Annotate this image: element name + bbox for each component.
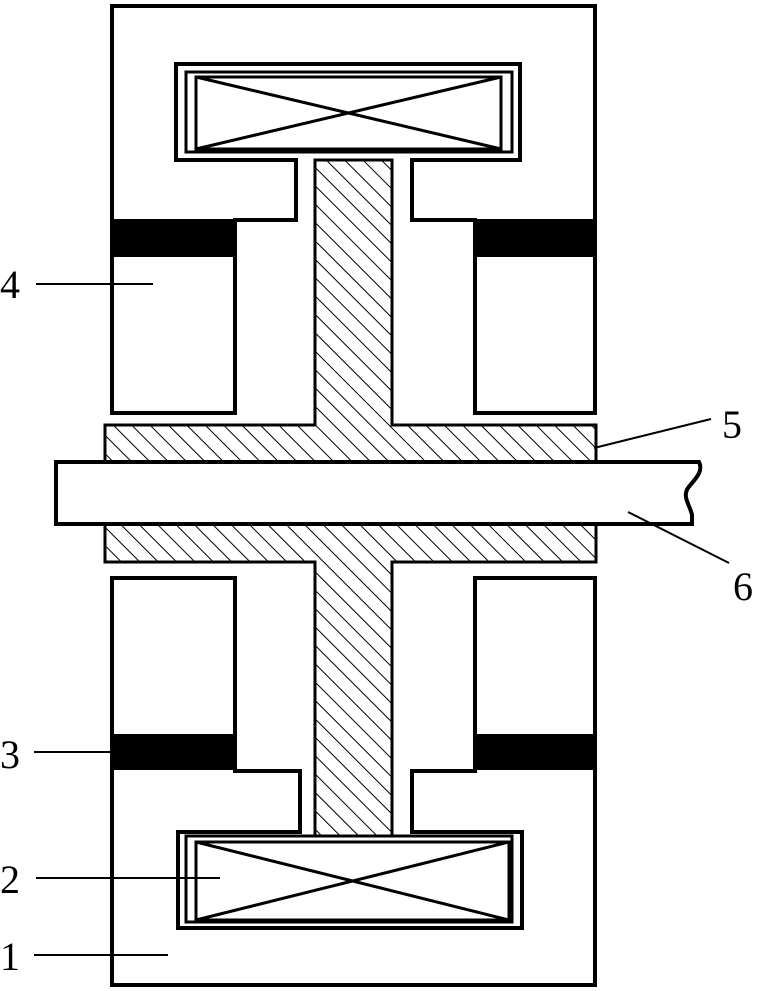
- upper-right-band: [475, 219, 595, 257]
- upper-coil-frame: [184, 70, 514, 154]
- lower-housing: [110, 576, 597, 987]
- label-1: 1: [0, 934, 20, 979]
- lower-right-band: [475, 734, 595, 770]
- leader-line-6: [627, 511, 730, 564]
- upper-coil-winding-icon: [194, 75, 503, 151]
- label-2: 2: [0, 857, 20, 902]
- lower-left-band: [112, 734, 235, 770]
- label-4: 4: [0, 262, 20, 307]
- upper-housing: [110, 4, 597, 415]
- lower-coil-winding-icon: [194, 840, 511, 922]
- label-5: 5: [722, 402, 742, 447]
- shaft: [54, 460, 703, 526]
- label-3: 3: [0, 732, 20, 777]
- label-6: 6: [733, 564, 753, 609]
- leader-line-5: [593, 418, 712, 449]
- upper-left-band: [112, 219, 235, 257]
